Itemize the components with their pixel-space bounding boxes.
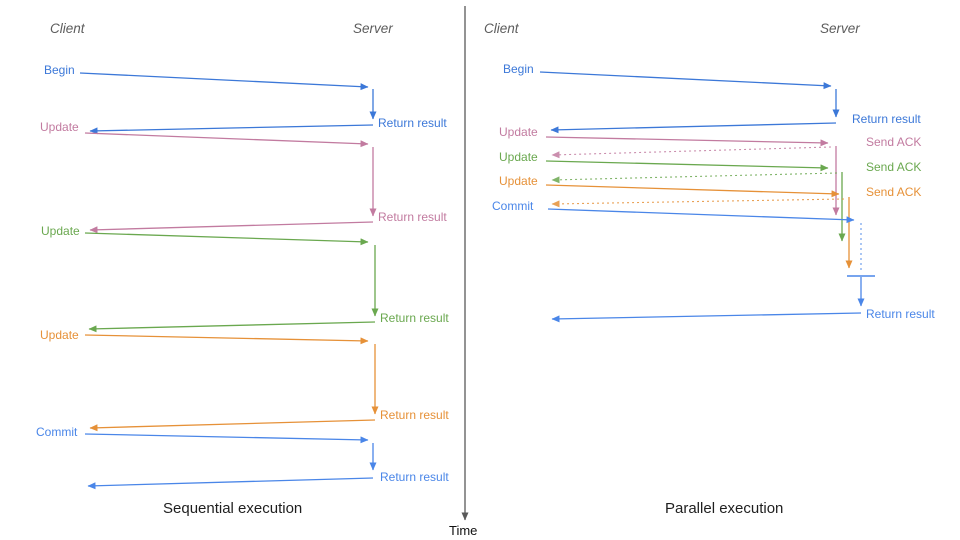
par-update1-arrows [545,136,840,216]
left-server-header: Server [353,21,393,36]
seq-begin-arrows [79,72,377,135]
seq-update3-return-label: Return result [380,408,449,422]
seq-commit-return-label: Return result [380,470,449,484]
par-update2-arrows [545,160,846,242]
seq-update1-return-label: Return result [378,210,447,224]
par-commit-label: Commit [492,199,534,213]
seq-update1-arrows [84,132,377,234]
par-begin-return-label: Return result [852,112,921,126]
par-begin-label: Begin [503,62,534,76]
seq-begin-label: Begin [44,63,75,77]
parallel-caption: Parallel execution [665,500,784,517]
seq-update3-label: Update [40,328,79,342]
right-client-header: Client [484,21,519,36]
par-begin-arrows [539,71,840,134]
seq-update2-return-label: Return result [380,311,449,325]
time-axis-label: Time [449,523,478,538]
par-commit-arrows [547,208,875,323]
left-client-header: Client [50,21,85,36]
seq-update2-label: Update [41,224,80,238]
sequential-caption: Sequential execution [163,500,303,517]
par-commit-return-label: Return result [866,307,935,321]
seq-commit-label: Commit [36,425,78,439]
par-update3-arrows [545,184,853,269]
par-update3-ack-label: Send ACK [866,185,922,199]
seq-begin-return-label: Return result [378,116,447,130]
par-update1-ack-label: Send ACK [866,135,922,149]
seq-update3-arrows [84,334,379,432]
seq-update2-arrows [84,232,379,333]
seq-commit-arrows [84,433,377,490]
seq-update1-label: Update [40,120,79,134]
par-update1-label: Update [499,125,538,139]
right-server-header: Server [820,21,860,36]
par-update3-label: Update [499,174,538,188]
par-update2-label: Update [499,150,538,164]
par-update2-ack-label: Send ACK [866,160,922,174]
